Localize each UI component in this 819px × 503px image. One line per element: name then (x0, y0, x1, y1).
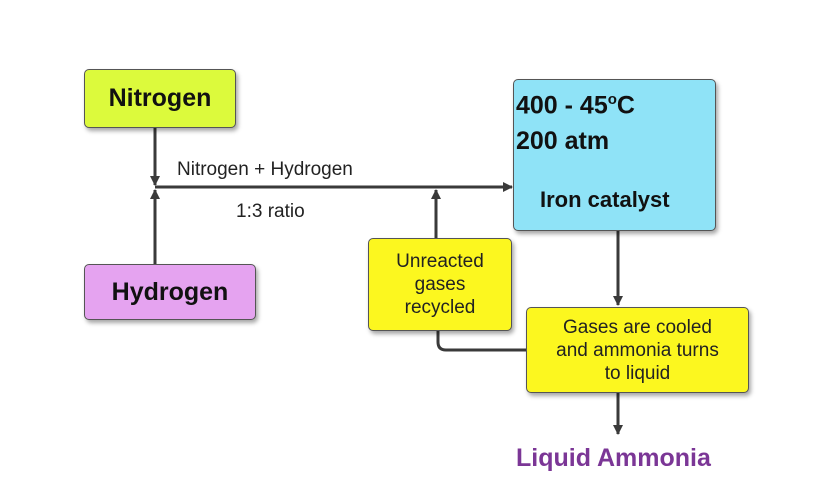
recycle-loop-line (436, 331, 526, 352)
nitrogen-box: Nitrogen (84, 69, 236, 128)
reactor-catalyst: Iron catalyst (540, 187, 670, 212)
cooling-line-3: to liquid (604, 362, 671, 384)
reactor-box (513, 79, 716, 231)
product-label: Liquid Ammonia (516, 444, 711, 472)
recycle-line-2: gases (414, 274, 466, 295)
hydrogen-box: Hydrogen (84, 264, 256, 320)
feed-label: Nitrogen + Hydrogen (177, 159, 353, 180)
hydrogen-label: Hydrogen (111, 277, 229, 306)
ratio-label: 1:3 ratio (236, 201, 305, 222)
cooling-box: Gases are cooled and ammonia turns to li… (526, 307, 749, 393)
cooling-line-2: and ammonia turns (556, 339, 719, 361)
recycle-line-3: recycled (404, 297, 476, 318)
nitrogen-label: Nitrogen (108, 84, 212, 112)
recycle-line-1: Unreacted (396, 251, 484, 272)
cooling-line-1: Gases are cooled (563, 316, 712, 338)
recycle-box: Unreacted gases recycled (368, 238, 512, 331)
reactor-pressure: 200 atm (516, 127, 610, 156)
reactor-temperature: 400 - 45oC (516, 91, 635, 120)
reactor-conditions: 400 - 45oC 200 atm (516, 82, 635, 159)
